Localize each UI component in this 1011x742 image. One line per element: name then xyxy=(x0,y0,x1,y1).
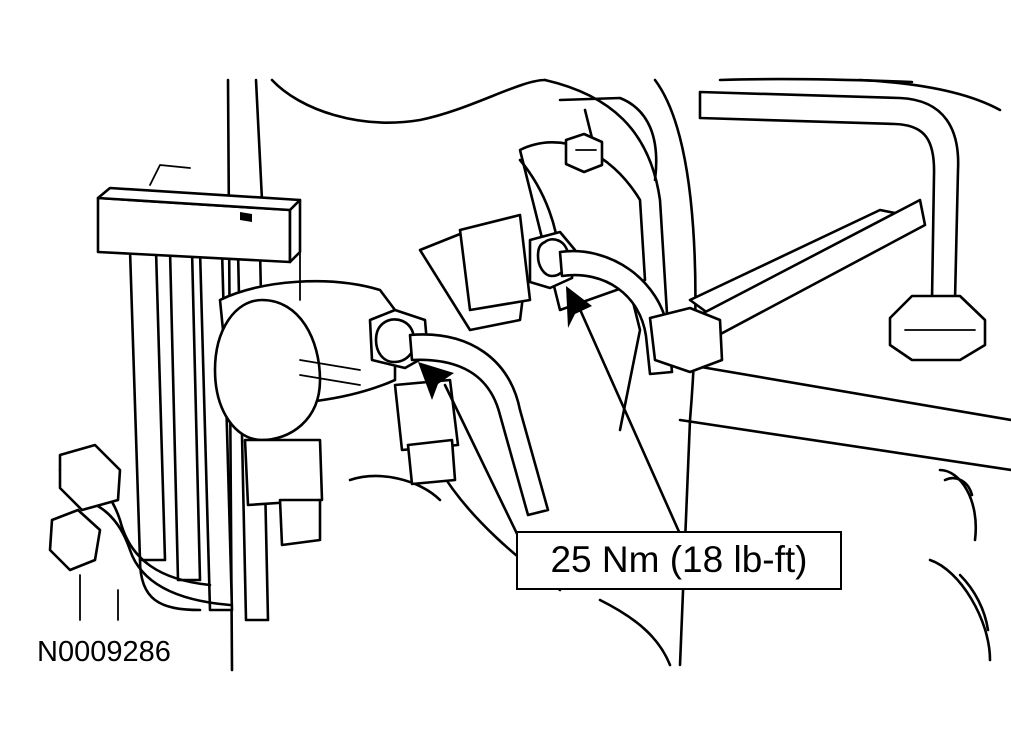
fuel-line-left xyxy=(408,333,550,517)
torque-arrows xyxy=(418,286,682,542)
figure-id: N0009286 xyxy=(37,636,171,668)
pump-body xyxy=(213,249,397,547)
arrow-head-right xyxy=(566,286,592,328)
engine-block-lower xyxy=(943,476,990,632)
fitting-left xyxy=(368,308,430,370)
upper-right-pipe xyxy=(698,90,987,362)
pipe-clamp-block xyxy=(96,164,302,264)
torque-spec-label: 25 Nm (18 lb-ft) xyxy=(550,539,808,580)
torque-spec-callout: 25 Nm (18 lb-ft) xyxy=(516,531,842,590)
fuel-line-right xyxy=(558,249,724,376)
mounting-bolt xyxy=(564,132,604,174)
arrow-head-left xyxy=(418,362,454,400)
